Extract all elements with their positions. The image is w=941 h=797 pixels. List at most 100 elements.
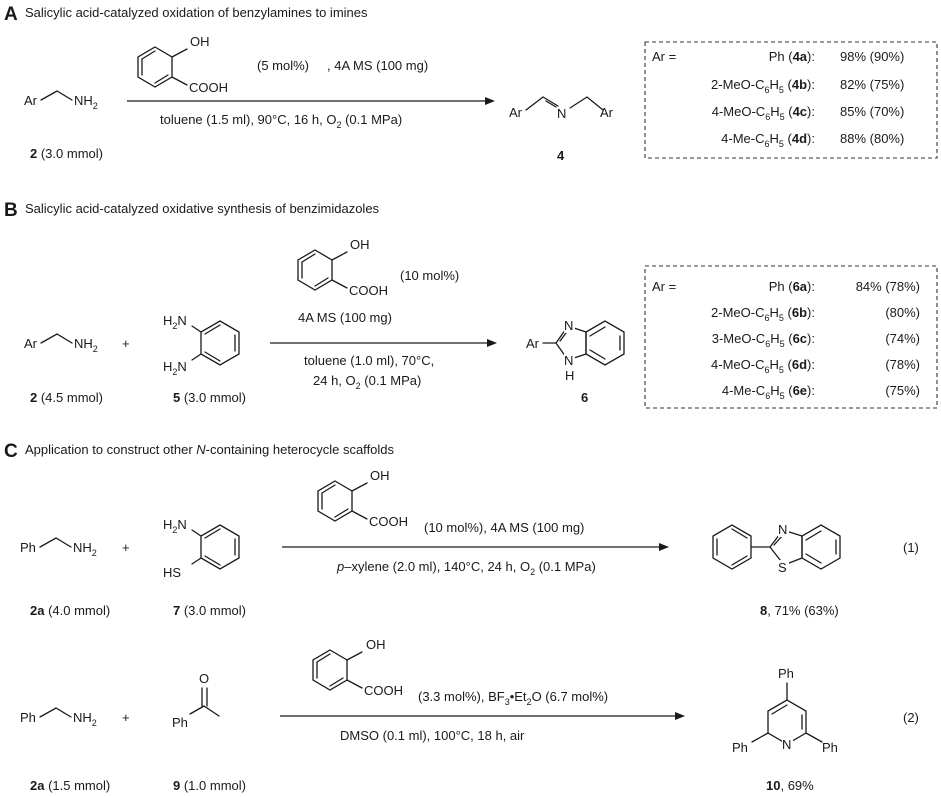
section-b-oh: OH xyxy=(350,237,370,252)
ar-label: Ar xyxy=(24,336,38,351)
cooh-bond xyxy=(332,280,347,288)
rxn2-salicylic-acid xyxy=(313,650,362,690)
rxn2-product-ph-right: Ph xyxy=(822,740,838,755)
ar-label: Ar xyxy=(526,336,540,351)
oh-bond xyxy=(332,252,347,260)
section-a-letter: A xyxy=(4,4,18,25)
phenyl-ring xyxy=(713,525,751,569)
section-b-product-label: 6 xyxy=(581,390,588,405)
rxn2-conditions: DMSO (0.1 ml), 100°C, 18 h, air xyxy=(340,728,525,743)
section-a-catalyst-loading: (5 mol%) xyxy=(257,58,309,73)
section-b-salicylic-acid xyxy=(298,250,347,290)
rxn1-salicylic-acid xyxy=(318,481,367,521)
section-b-h2n-bottom: H2N xyxy=(163,359,187,377)
sh-bond xyxy=(192,558,201,564)
section-b-plus: + xyxy=(122,336,130,351)
cooh-bond xyxy=(347,680,362,688)
rxn1-product-s: S xyxy=(778,560,787,575)
section-b-conditions-1: toluene (1.0 ml), 70°C, xyxy=(304,353,434,368)
rxn2-reactant2-label: 9 (1.0 mmol) xyxy=(173,778,246,793)
rxn1-equation-number: (1) xyxy=(903,540,919,555)
section-a-oh: OH xyxy=(190,34,210,49)
scope-row-4c-yield: 85% (70%) xyxy=(840,104,904,119)
section-b-arrowhead xyxy=(487,339,497,347)
section-b-title: Salicylic acid-catalyzed oxidative synth… xyxy=(25,201,380,216)
nh2-bottom-bond xyxy=(192,354,201,360)
rxn2-arrowhead xyxy=(675,712,685,720)
rxn2-cooh: COOH xyxy=(364,683,403,698)
ring-double-bonds xyxy=(302,254,328,286)
ph2-bond xyxy=(752,733,768,742)
scope-row-4d-ar: 4-Me-C6H5 (4d): xyxy=(721,131,815,149)
rxn1-arrowhead xyxy=(659,543,669,551)
ch2-bond xyxy=(40,708,71,717)
benzene-ring xyxy=(201,321,239,365)
section-a-scope-rows: Ph (4a): 98% (90%) 2-MeO-C6H5 (4b): 82% … xyxy=(711,49,904,149)
rxn1-reactant-benzylamine: Ph NH2 xyxy=(20,538,97,558)
scope-row-6c-ar: 3-MeO-C6H5 (6c): xyxy=(712,331,815,349)
rxn1-product-benzothiazole xyxy=(713,525,840,569)
nh2-label: NH2 xyxy=(74,93,98,111)
section-b-h2n-top: H2N xyxy=(163,313,187,331)
benzo-double-bonds xyxy=(806,531,836,563)
ph-label: Ph xyxy=(20,710,36,725)
section-c-title: Application to construct other N-contain… xyxy=(25,442,395,457)
section-b-additive: 4A MS (100 mg) xyxy=(298,310,392,325)
ch2-bond xyxy=(40,538,71,547)
rxn2-product-triphenylpyridine xyxy=(752,683,822,744)
rxn2-oh: OH xyxy=(366,637,386,652)
scope-row-6b-ar: 2-MeO-C6H5 (6b): xyxy=(711,305,815,323)
cooh-bond xyxy=(172,77,187,85)
rxn2-reactant1-label: 2a (1.5 mmol) xyxy=(30,778,110,793)
c-me-bond xyxy=(204,706,219,716)
section-a-salicylic-acid xyxy=(138,47,187,87)
o-atom: O xyxy=(199,671,209,686)
scope-row-4b-ar: 2-MeO-C6H5 (4b): xyxy=(711,77,815,95)
rxn1-oh: OH xyxy=(370,468,390,483)
co-double-bond xyxy=(202,688,207,706)
benzene-ring xyxy=(318,481,352,521)
benzo-double-bonds xyxy=(590,327,620,359)
rxn2-catalyst-loading: (3.3 mol%), BF3•Et2O (6.7 mol%) xyxy=(418,689,608,707)
rxn2-equation-number: (2) xyxy=(903,710,919,725)
nh2-label: NH2 xyxy=(74,336,98,354)
scope-row-6a-yield: 84% (78%) xyxy=(856,279,920,294)
section-a-conditions: toluene (1.5 ml), 90°C, 16 h, O2 (0.1 MP… xyxy=(160,112,402,130)
rxn1-cooh: COOH xyxy=(369,514,408,529)
scope-row-6e-yield: (75%) xyxy=(885,383,920,398)
section-a-product-label: 4 xyxy=(557,148,565,163)
scope-row-4b-yield: 82% (75%) xyxy=(840,77,904,92)
section-b-letter: B xyxy=(4,200,18,221)
n-atom: N xyxy=(557,106,566,121)
scope-row-6c-yield: (74%) xyxy=(885,331,920,346)
oh-bond xyxy=(352,483,367,491)
section-a-reactant-benzylamine: Ar NH2 xyxy=(24,91,98,111)
nh2-bond xyxy=(192,530,201,536)
section-b-product-n1: N xyxy=(564,353,573,368)
oh-bond xyxy=(172,49,187,57)
ring-double-bonds xyxy=(142,51,168,83)
benzene-ring xyxy=(201,525,239,569)
ring-double-bonds xyxy=(205,529,235,565)
section-b-scope-rows: Ph (6a): 84% (78%) 2-MeO-C6H5 (6b): (80%… xyxy=(711,279,920,401)
ph-label: Ph xyxy=(20,540,36,555)
ring-double-bonds xyxy=(322,485,348,517)
scope-row-6d-ar: 4-MeO-C6H5 (6d): xyxy=(711,357,815,375)
rxn1-reactant-aminothiophenol xyxy=(192,525,239,569)
nh2-label: NH2 xyxy=(73,710,97,728)
cooh-bond xyxy=(352,511,367,519)
rxn1-conditions: p–xylene (2.0 ml), 140°C, 24 h, O2 (0.1 … xyxy=(336,559,596,577)
scope-row-4c-ar: 4-MeO-C6H5 (4c): xyxy=(712,104,815,122)
section-c-letter: C xyxy=(4,441,18,462)
nh2-top-bond xyxy=(192,326,201,332)
section-b-reactant-benzylamine: Ar NH2 xyxy=(24,334,98,354)
rxn2-product-n: N xyxy=(782,737,791,752)
phenyl-double-bonds xyxy=(717,529,747,565)
rxn2-reactant-acetophenone: O Ph xyxy=(172,671,219,730)
scope-row-6a-ar: Ph (6a): xyxy=(769,279,815,294)
rxn1-product-n: N xyxy=(778,522,787,537)
section-a-scope-head: Ar = xyxy=(652,49,676,64)
rxn2-product-ph-left: Ph xyxy=(732,740,748,755)
section-a-title: Salicylic acid-catalyzed oxidation of be… xyxy=(25,5,368,20)
